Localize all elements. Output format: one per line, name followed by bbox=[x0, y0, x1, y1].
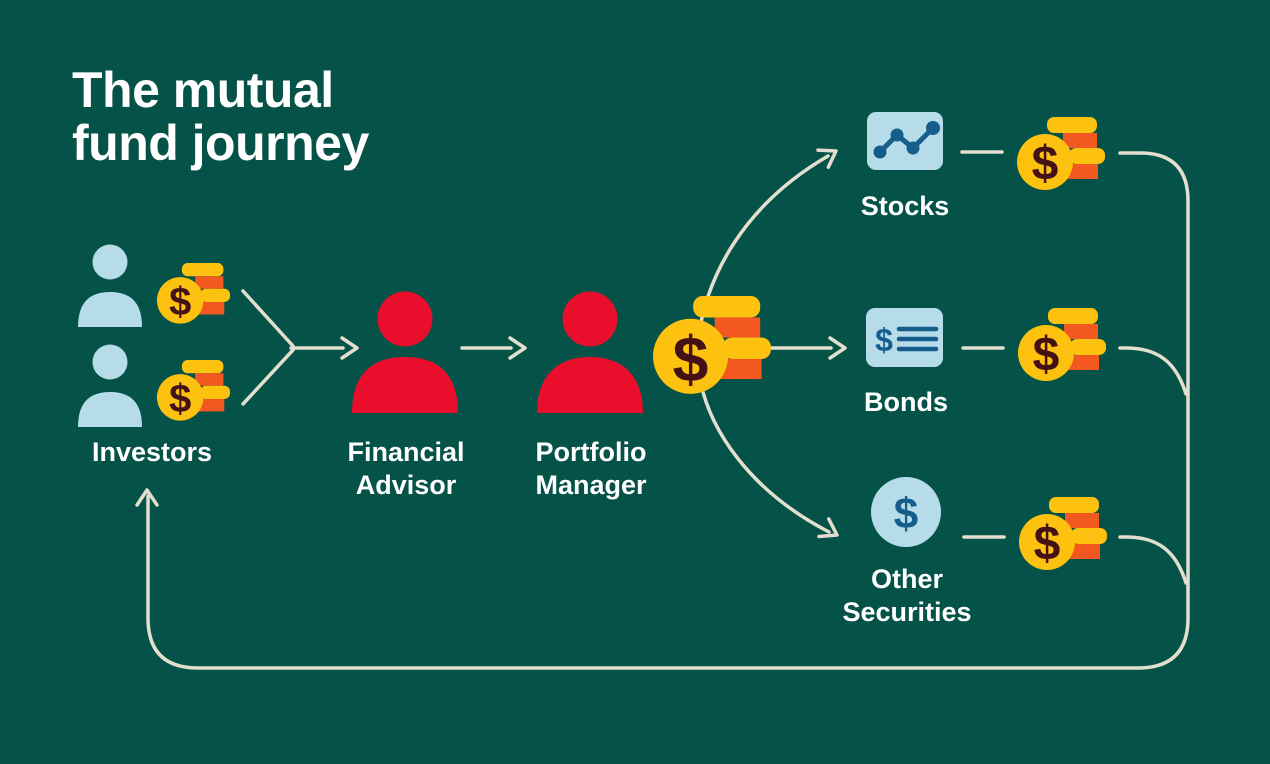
financial-advisor-label-line2: Advisor bbox=[355, 470, 457, 500]
other-securities-label-line2: Securities bbox=[842, 597, 972, 627]
other-dollar-glyph: $ bbox=[894, 490, 918, 539]
bonds-dollar-glyph: $ bbox=[875, 322, 893, 358]
investor-person-icon bbox=[78, 344, 142, 427]
other-return-coin-stack-icon bbox=[1019, 497, 1107, 571]
portfolio-manager-label-line2: Manager bbox=[535, 470, 647, 500]
branch-arrow-to-other-securities bbox=[696, 366, 844, 546]
investors-label: Investors bbox=[91, 437, 213, 467]
arrow-advisor-to-manager bbox=[460, 336, 527, 360]
bonds-label: Bonds bbox=[864, 387, 948, 417]
investor-coin-stack-icon bbox=[157, 263, 231, 325]
portfolio-manager-person-icon bbox=[537, 291, 643, 413]
return-join-other bbox=[1118, 535, 1188, 585]
page-title-line2: fund journey bbox=[72, 115, 369, 171]
other-securities-label: Other Securities bbox=[842, 563, 971, 629]
other-securities-label-line1: Other bbox=[870, 564, 944, 594]
other-securities-dollar-icon: $ bbox=[871, 477, 941, 547]
financial-advisor-label-line1: Financial bbox=[347, 437, 465, 467]
stocks-chart-icon bbox=[867, 112, 943, 170]
return-loop-arrow bbox=[135, 151, 1190, 670]
stocks-label: Stocks bbox=[860, 191, 950, 221]
stocks-return-coin-stack-icon bbox=[1017, 117, 1105, 191]
investors-group bbox=[78, 244, 142, 427]
investor-coin-stack-icon bbox=[157, 360, 231, 422]
investor-person-icon bbox=[78, 244, 142, 327]
financial-advisor-label: Financial Advisor bbox=[347, 436, 464, 502]
page-title: The mutual fund journey bbox=[72, 64, 369, 170]
merge-arrow-investors-to-advisor bbox=[241, 289, 359, 406]
bonds-document-icon: $ bbox=[866, 308, 943, 367]
portfolio-manager-label-line1: Portfolio bbox=[535, 437, 647, 467]
bonds-return-coin-stack-icon bbox=[1018, 308, 1106, 382]
page-title-line1: The mutual bbox=[72, 62, 334, 118]
return-join-bonds bbox=[1118, 346, 1188, 396]
pooled-fund-coin-stack-icon bbox=[653, 296, 771, 395]
portfolio-manager-label: Portfolio Manager bbox=[535, 436, 646, 502]
financial-advisor-person-icon bbox=[352, 291, 458, 413]
